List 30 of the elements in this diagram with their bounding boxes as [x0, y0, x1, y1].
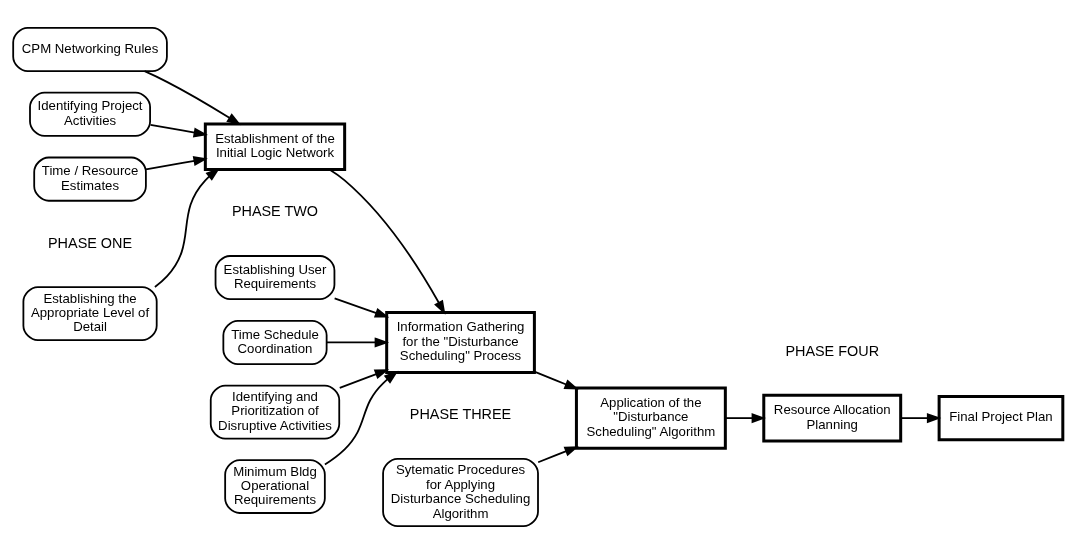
node-box: Minimum Bldg Operational Requirements: [224, 458, 326, 514]
node-box: Final Project Plan: [937, 394, 1065, 441]
node-box: Establishment of the Initial Logic Network: [203, 121, 347, 171]
label: PHASE TWO: [231, 202, 319, 219]
arrow: [324, 370, 399, 465]
arrow: [143, 69, 242, 125]
node-box: CPM Networking Rules: [12, 26, 168, 72]
arrow: [537, 445, 579, 463]
arrow: [333, 296, 390, 318]
arrow: [724, 412, 767, 423]
arrow: [325, 336, 390, 347]
node-box: Time Schedule Coordination: [222, 319, 328, 365]
arrow: [900, 412, 942, 423]
label: PHASE FOUR: [785, 342, 880, 359]
node-box: Application of the "Disturbance Scheduling" Algorithm: [574, 386, 727, 450]
arrow: [533, 370, 579, 390]
node-box: Establishing User Requirements: [214, 254, 336, 300]
node-box: Identifying and Prioritization of Disruptive Activities: [209, 384, 341, 439]
node-box: Establishing the Appropriate Level of Detail: [22, 285, 158, 341]
node-box: Time / Resource Estimates: [33, 156, 147, 202]
node-box: Sytematic Procedures for Applying Disturbance Scheduling Algorithm: [382, 457, 539, 527]
arrow: [145, 155, 208, 170]
label: PHASE THREE: [409, 405, 512, 422]
node-box: Resource Allocation Planning: [762, 393, 903, 442]
arrow: [338, 368, 390, 389]
arrow: [328, 168, 446, 315]
node-box: Identifying Project Activities: [29, 91, 151, 137]
node-box: Information Gathering for the "Disturbance Scheduling" Process: [385, 310, 536, 374]
label: PHASE ONE: [48, 234, 133, 251]
arrow: [149, 123, 208, 137]
